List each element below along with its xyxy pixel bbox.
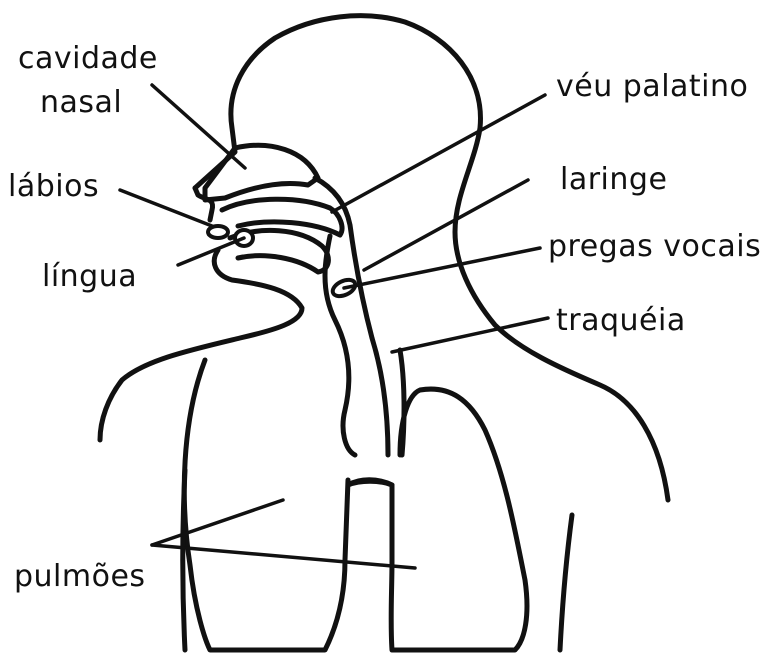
left-rib-line bbox=[183, 470, 185, 650]
label-pregas-vocais: pregas vocais bbox=[548, 232, 761, 262]
leader-pulmoes-upper bbox=[152, 500, 283, 545]
leader-veu-palatino bbox=[332, 95, 545, 212]
lips-shape bbox=[208, 226, 228, 238]
label-cavidade-nasal-line1: cavidade bbox=[18, 44, 158, 74]
right-rib-line bbox=[560, 515, 572, 650]
pharynx-back bbox=[315, 178, 388, 455]
right-lung bbox=[348, 389, 527, 650]
label-laringe: laringe bbox=[560, 165, 667, 195]
label-pulmoes: pulmões bbox=[14, 562, 146, 592]
pharynx-front bbox=[325, 236, 355, 455]
label-cavidade-nasal-line2: nasal bbox=[40, 88, 122, 118]
leader-pregas-vocais bbox=[344, 248, 540, 288]
nasal-cavity bbox=[205, 145, 318, 200]
label-lingua: língua bbox=[42, 262, 137, 292]
leader-lingua bbox=[178, 238, 244, 265]
label-traqueia: traquéia bbox=[556, 306, 686, 336]
heart-notch bbox=[348, 481, 392, 485]
label-veu-palatino: véu palatino bbox=[556, 72, 748, 102]
label-labios: lábios bbox=[8, 172, 99, 202]
